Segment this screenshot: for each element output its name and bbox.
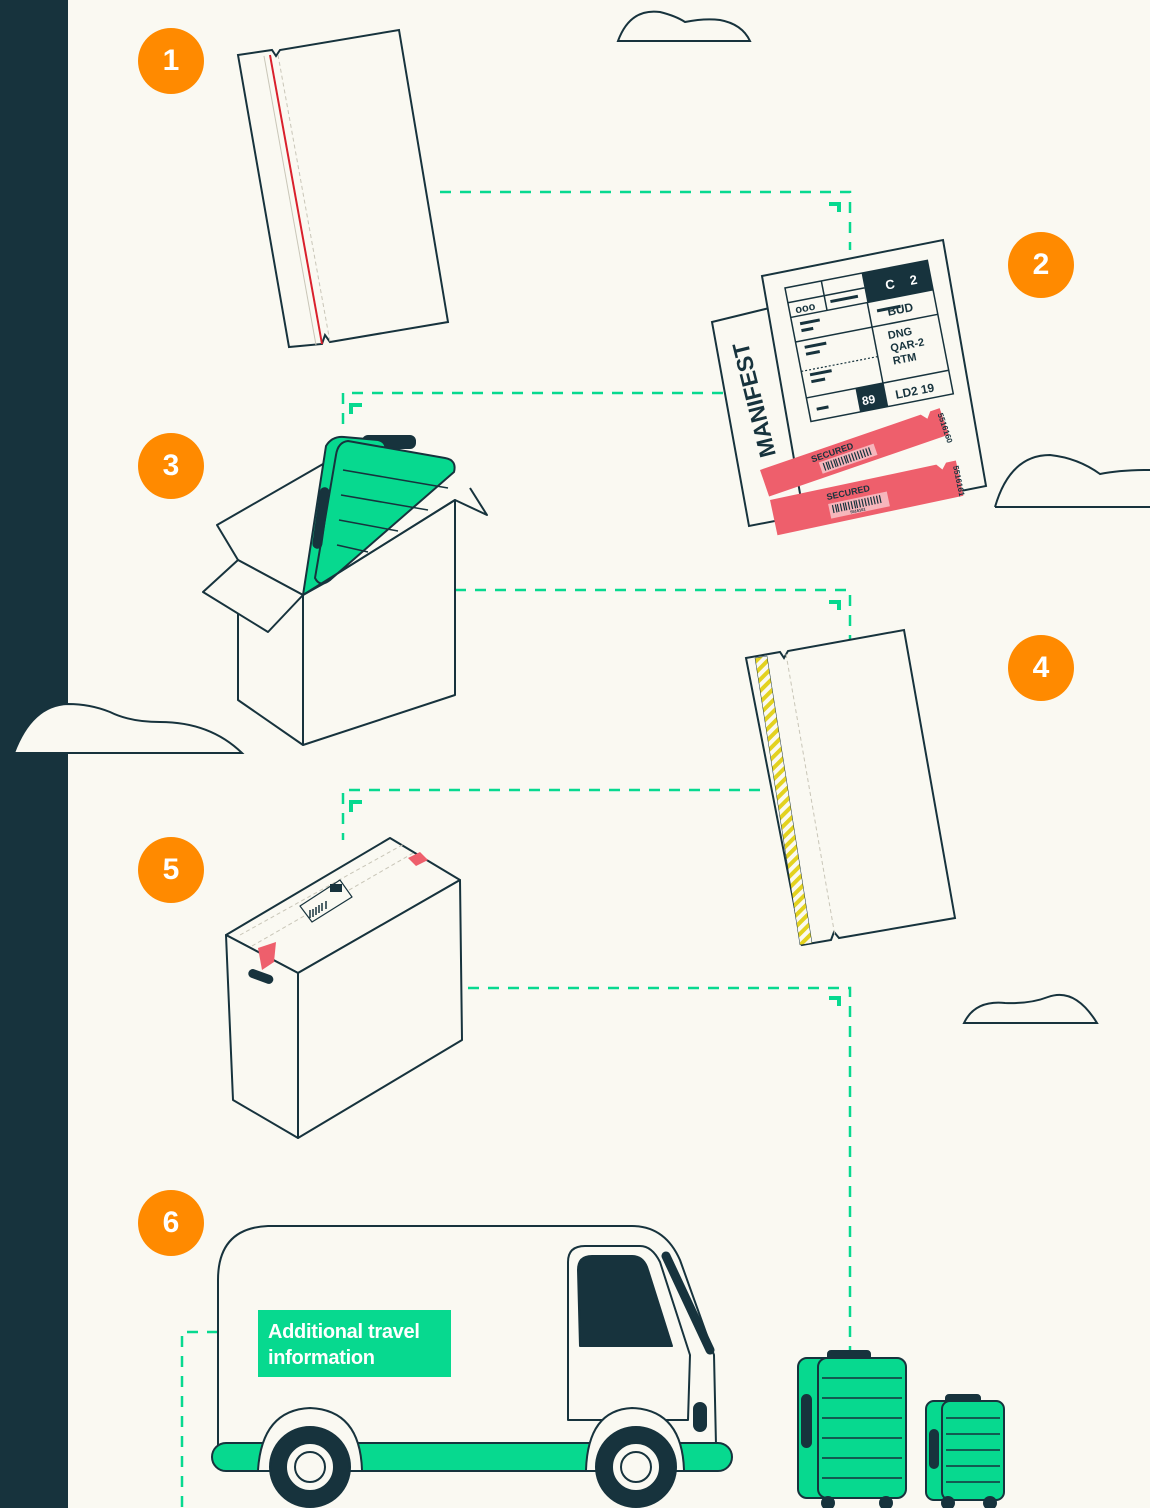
security-tag: SECURED 5516161 5516161 — [770, 460, 966, 536]
step-2-badge: 2 — [1008, 232, 1074, 298]
clouds — [12, 10, 1150, 1024]
panel-text-line-2: information — [268, 1347, 375, 1369]
manifest-documents: MANIFEST ooo C 2 BUD DNG QAR-2 RTM 89 LD… — [710, 238, 988, 536]
step-6-badge: 6 — [138, 1190, 204, 1256]
cloud-icon — [12, 702, 245, 754]
step-3-badge: 3 — [138, 433, 204, 499]
cloud-icon — [962, 993, 1099, 1024]
connector-1-2 — [440, 190, 852, 250]
connector-corner-marks — [349, 202, 841, 1006]
connector-2-3 — [341, 391, 723, 425]
manifest-class-number: 2 — [908, 272, 918, 288]
manifest-class-code: C — [884, 276, 897, 293]
manifest-route-code: RTM — [892, 351, 918, 367]
connector-4-5 — [341, 788, 760, 840]
cloud-icon — [994, 453, 1150, 508]
delivery-van — [211, 1225, 733, 1508]
manifest-route-origin: BUD — [886, 300, 915, 319]
open-box-with-suitcase — [202, 435, 488, 746]
suitcases — [797, 1350, 1005, 1508]
sealed-box — [225, 837, 463, 1139]
step-1-badge: 1 — [138, 28, 204, 94]
manifest-route-code: DNG — [887, 326, 913, 342]
connector-5-6 — [468, 986, 852, 1355]
additional-travel-info-panel: Additional travel information — [258, 1310, 451, 1377]
tag-small-number: 5516161 — [850, 506, 867, 514]
step-5-badge: 5 — [138, 837, 204, 903]
manifest-symbol: ooo — [794, 301, 816, 317]
manifest-seat-number: 89 — [861, 392, 877, 408]
cloud-icon — [616, 10, 752, 42]
panel-text-line-1: Additional travel — [268, 1321, 420, 1343]
security-bag-yellow-seal — [744, 628, 957, 947]
step-4-badge: 4 — [1008, 635, 1074, 701]
security-bag-red-seal — [236, 28, 450, 349]
connector-3-4 — [455, 588, 852, 640]
